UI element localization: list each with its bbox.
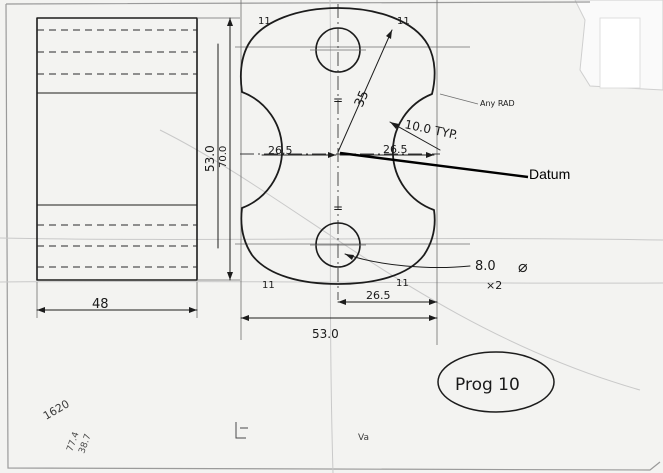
radius-arrow bbox=[390, 122, 399, 129]
any-rad-leader bbox=[439, 93, 479, 105]
paper-corner-patch bbox=[599, 17, 641, 89]
diag-dim-label: 35 bbox=[352, 88, 372, 109]
pencil-mark-bracket bbox=[235, 422, 248, 439]
mark-bottom-left: 11 bbox=[262, 280, 275, 291]
side-width-arrow-left bbox=[37, 307, 45, 313]
bottom-half-arrow-right bbox=[429, 299, 437, 305]
side-view-outline bbox=[36, 17, 198, 281]
any-rad-note: Any RAD bbox=[480, 99, 515, 108]
radius-leader bbox=[389, 121, 441, 151]
sheet-border bbox=[5, 1, 661, 471]
side-width-label: 48 bbox=[92, 297, 109, 312]
paper-crease-vertical bbox=[329, 0, 334, 473]
pencil-mark-va: Va bbox=[358, 433, 369, 443]
side-view: 48 53.0 70.0 bbox=[36, 17, 240, 318]
side-height-arrow-top bbox=[227, 18, 233, 26]
mark-top-right: 11 bbox=[397, 16, 410, 27]
overall-width-arrow-left bbox=[241, 315, 249, 321]
diag-dim-arrow bbox=[386, 30, 392, 39]
overall-width-arrow-right bbox=[429, 315, 437, 321]
datum-label: Datum bbox=[529, 166, 570, 182]
side-width-arrow-right bbox=[189, 307, 197, 313]
bottom-half-dim-label: 26.5 bbox=[366, 289, 391, 302]
left-offset-arrow bbox=[328, 152, 336, 158]
hole-note-dia-symbol: ⌀ bbox=[518, 257, 528, 276]
diag-dim-line bbox=[337, 29, 393, 153]
left-offset-label: 26.5 bbox=[268, 144, 293, 157]
center-mark-top: = bbox=[333, 93, 343, 107]
mark-bottom-right: 11 bbox=[396, 278, 409, 289]
center-mark-bottom: = bbox=[333, 201, 343, 215]
prog-label: Prog 10 bbox=[455, 375, 520, 395]
hole-note-qty: ×2 bbox=[486, 279, 502, 292]
mark-top-left: 11 bbox=[258, 16, 271, 27]
paper-crease-fold bbox=[0, 280, 663, 284]
side-height-label-a: 53.0 bbox=[203, 145, 217, 172]
plan-outline bbox=[240, 7, 436, 285]
datum-leader bbox=[339, 151, 529, 179]
prog-ellipse bbox=[437, 351, 555, 413]
side-height-arrow-bottom bbox=[227, 272, 233, 280]
bottom-half-arrow-left bbox=[338, 299, 346, 305]
right-offset-arrow bbox=[426, 152, 434, 158]
side-height-label-b: 70.0 bbox=[218, 146, 229, 168]
hole-note-leader bbox=[344, 253, 471, 268]
right-offset-label: 26.5 bbox=[383, 143, 408, 156]
overall-width-label: 53.0 bbox=[312, 327, 339, 341]
hole-note-size: 8.0 bbox=[475, 259, 496, 274]
hole-note-arrow bbox=[345, 254, 354, 260]
paper-crease-horizontal bbox=[0, 237, 663, 241]
